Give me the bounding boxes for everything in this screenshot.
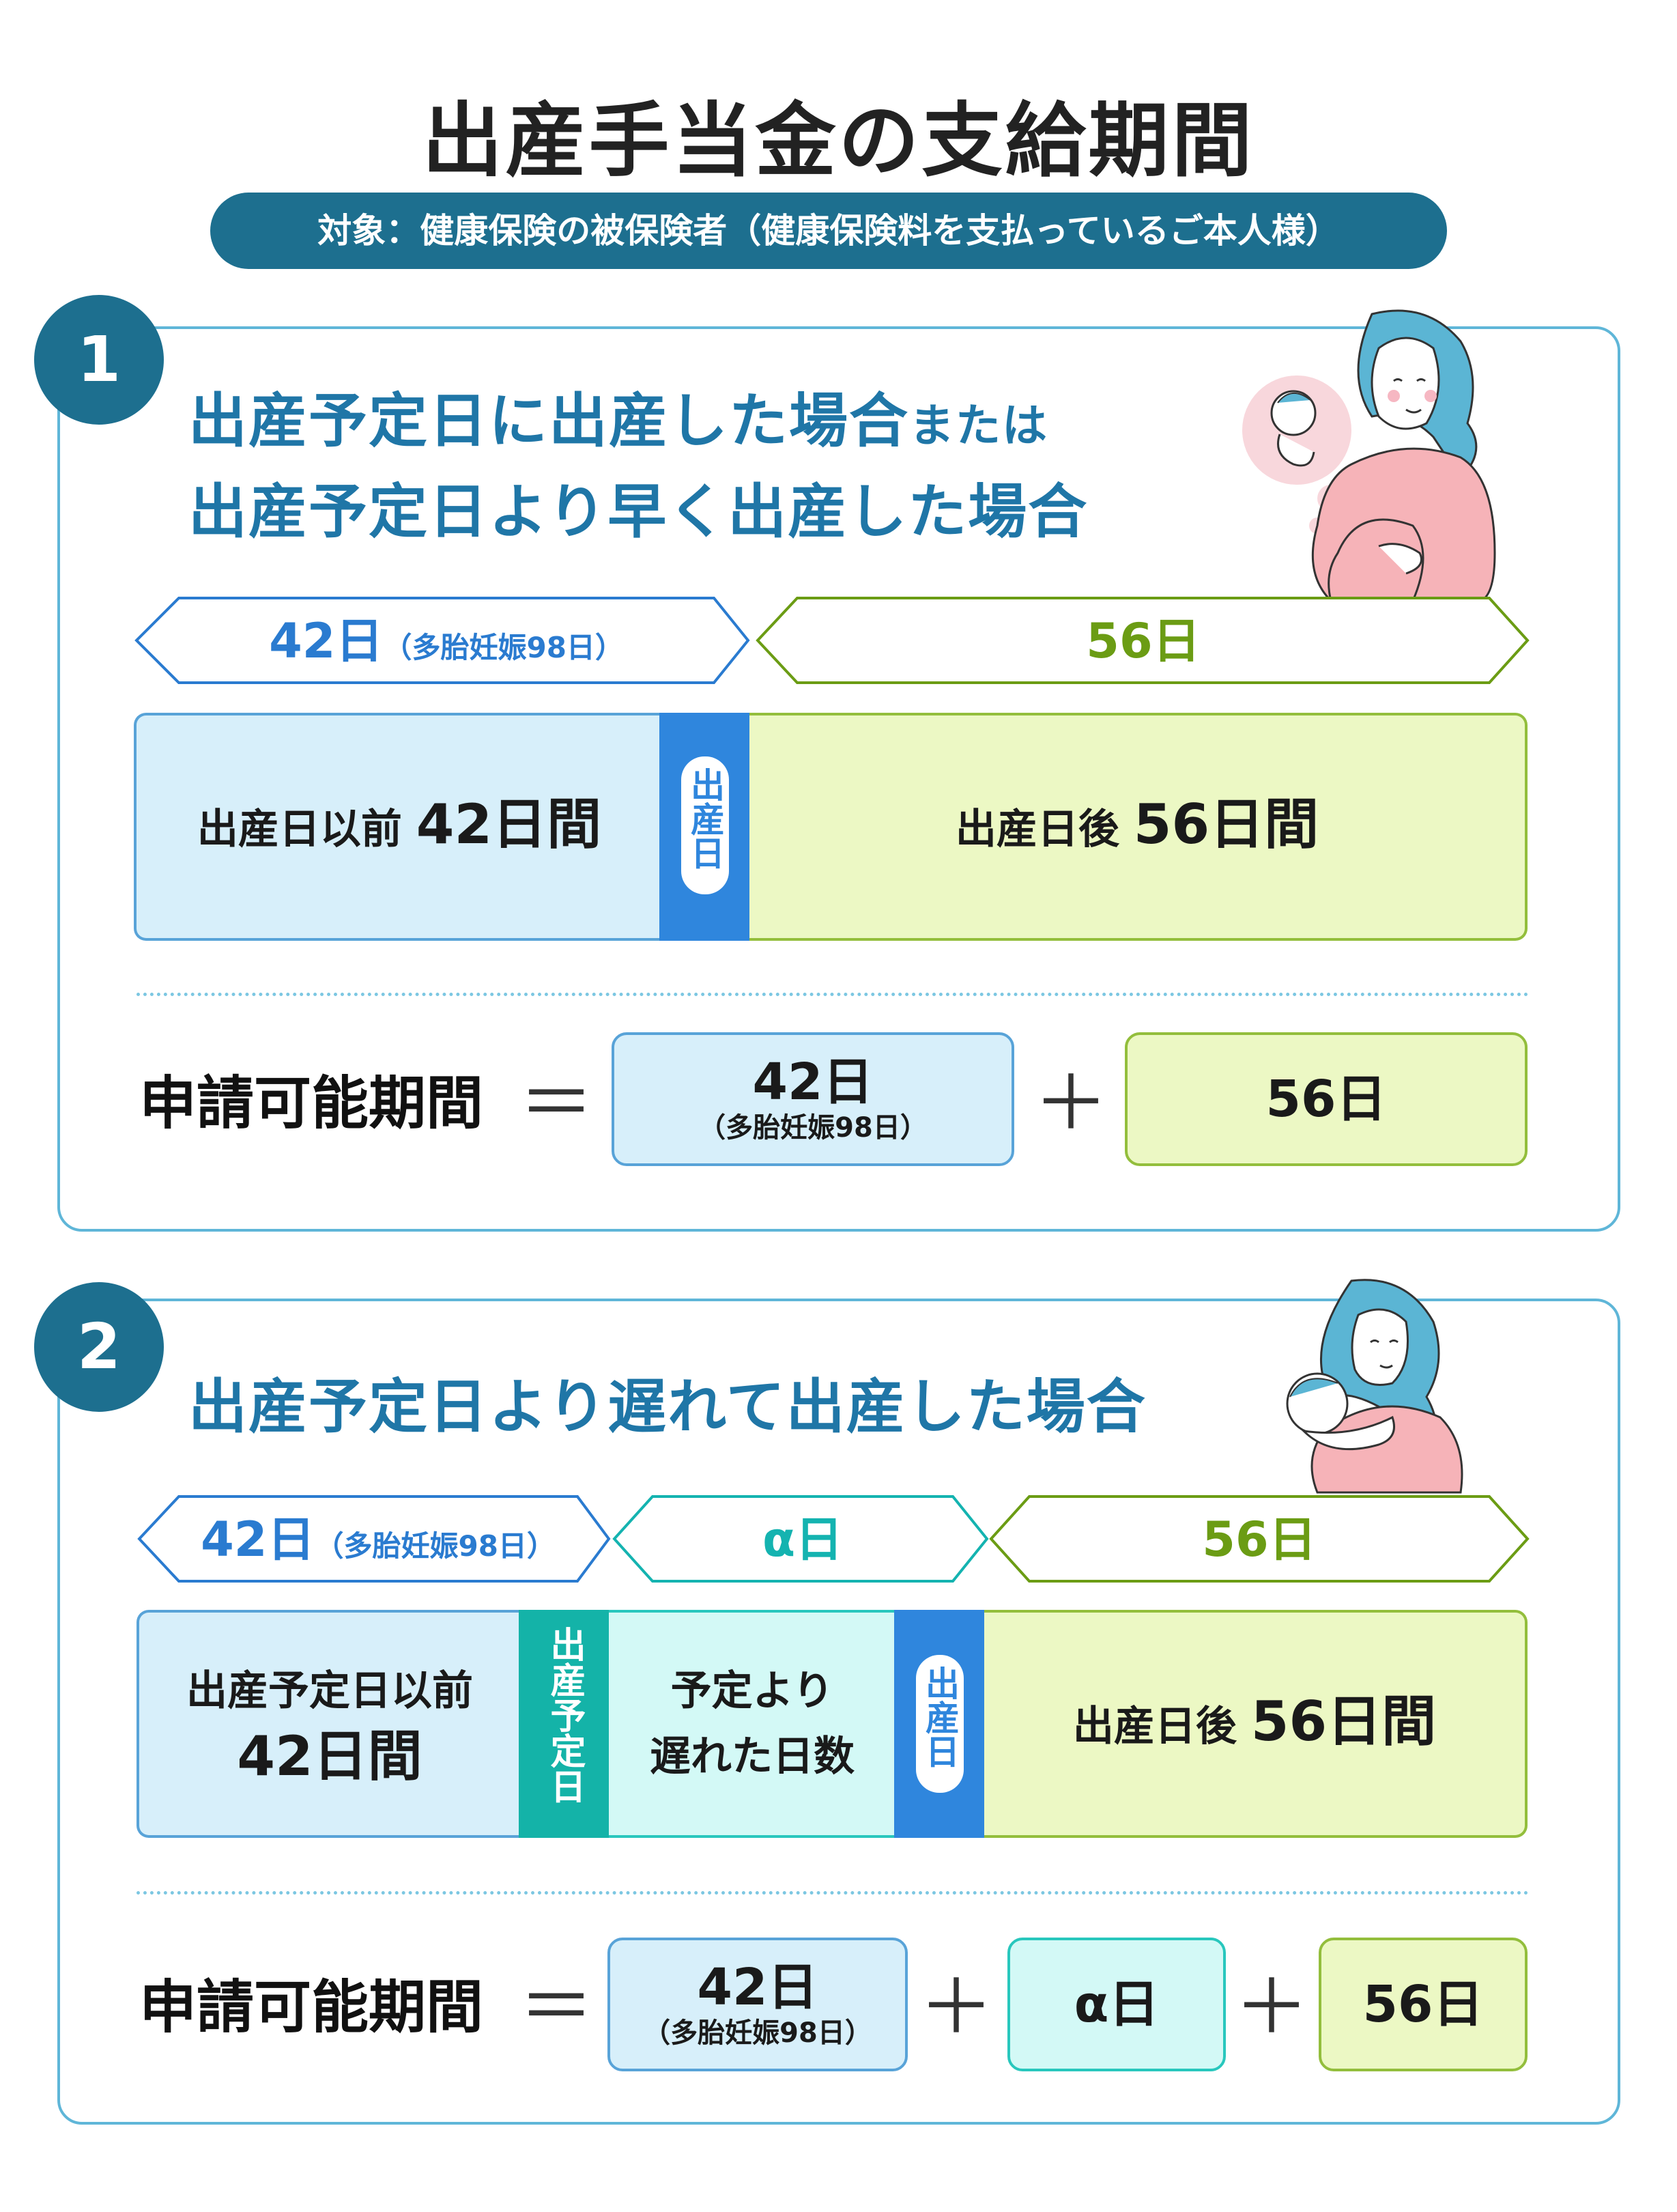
case-1-arrow-after-shape — [756, 597, 1530, 684]
case-2-dotted-separator — [137, 1891, 1529, 1895]
case-2-number-badge: 2 — [34, 1282, 164, 1412]
case-2-equals: ＝ — [519, 1963, 594, 2051]
page-title: 出産手当金の支給期間 — [422, 94, 1255, 188]
case-1-plus: ＋ — [1033, 1060, 1108, 1147]
case-1-seg-before: 出産日以前 42日間 — [134, 713, 662, 941]
case-2-seg-before-line-2: 42日間 — [237, 1725, 422, 1788]
case-2-seg-after-text: 出産日後 56日間 — [1072, 1689, 1437, 1753]
case-2-formula-box-alpha: α日 — [1007, 1938, 1226, 2071]
case-1-equals: ＝ — [519, 1060, 594, 1147]
case-2-formula-box-56-main: 56日 — [1362, 1975, 1484, 2034]
case-1-heading: 出産予定日に出産した場合または 出産予定日より早く出産した場合 — [188, 378, 1253, 555]
case-2-seg-before-line-1: 出産予定日以前 — [186, 1667, 473, 1715]
case-2-formula-box-56: 56日 — [1319, 1938, 1528, 2071]
case-2-seg-delay: 予定より 遅れた日数 — [609, 1610, 895, 1838]
case-2-seg-delay-line-2: 遅れた日数 — [650, 1733, 855, 1781]
case-2-formula-box-alpha-main: α日 — [1074, 1975, 1160, 2034]
mother-holding-baby-illustration — [1286, 1279, 1463, 1494]
case-2-formula-label: 申請可能期間 — [139, 1974, 484, 2041]
case-2-plus-1: ＋ — [919, 1963, 994, 2051]
case-2-due-date-label: 出産予定日 — [544, 1626, 585, 1804]
case-2-seg-after: 出産日後 56日間 — [984, 1610, 1528, 1838]
case-2-seg-delay-line-1: 予定より — [670, 1667, 834, 1715]
case-1-formula-box-42: 42日 （多胎妊娠98日） — [612, 1032, 1014, 1166]
target-label: 対象：健康保険の被保険者（健康保険料を支払っているご本人様） — [210, 193, 1447, 269]
case-1-birthday-label: 出産日 — [685, 767, 725, 870]
case-1-formula-box-56: 56日 — [1125, 1032, 1528, 1166]
case-1-seg-before-text: 出産日以前 42日間 — [197, 792, 602, 856]
case-1-formula-box-42-main: 42日 — [752, 1053, 874, 1111]
case-2-arrow-after-label: 56日 — [1202, 1512, 1317, 1568]
case-2-formula-box-42: 42日 （多胎妊娠98日） — [607, 1938, 908, 2071]
case-1-birthday-pill: 出産日 — [681, 756, 729, 894]
case-1-seg-after: 出産日後 56日間 — [749, 713, 1528, 941]
case-2-heading: 出産予定日より遅れて出産した場合 — [188, 1373, 1147, 1441]
case-1-arrow-before-label: 42日（多胎妊娠98日） — [269, 613, 624, 669]
case-1-heading-line-2: 出産予定日より早く出産した場合 — [188, 478, 1089, 546]
case-2-birthday-pill: 出産日 — [916, 1655, 964, 1793]
case-1-arrow-before-shape — [134, 597, 750, 684]
case-2-formula-box-42-main: 42日 — [697, 1958, 818, 2017]
case-1-heading-line-1: 出産予定日に出産した場合または — [188, 387, 1048, 455]
pregnant-woman-illustration — [1242, 309, 1496, 601]
case-1-arrow-after-label: 56日 — [1086, 613, 1201, 669]
case-1-formula-box-42-sub: （多胎妊娠98日） — [698, 1112, 928, 1144]
case-1-formula-box-56-main: 56日 — [1265, 1070, 1387, 1129]
case-1-seg-after-text: 出産日後 56日間 — [955, 792, 1319, 856]
case-2-arrow-before-label: 42日（多胎妊娠98日） — [201, 1512, 556, 1568]
case-2-arrow-before-shape — [137, 1495, 611, 1583]
case-2-plus-2: ＋ — [1234, 1963, 1309, 2051]
case-2-formula-box-42-sub: （多胎妊娠98日） — [643, 2017, 872, 2049]
case-1-dotted-separator — [137, 993, 1529, 996]
case-2-due-date-divider: 出産予定日 — [519, 1610, 610, 1838]
case-2-birthday-label: 出産日 — [920, 1666, 960, 1768]
case-2-arrow-alpha-label: α日 — [762, 1512, 844, 1568]
case-1-formula-label: 申請可能期間 — [139, 1070, 484, 1137]
case-1-number-badge: 1 — [34, 295, 164, 425]
case-2-seg-before: 出産予定日以前 42日間 — [137, 1610, 520, 1838]
case-2-arrow-after-shape — [989, 1495, 1530, 1583]
case-2-arrow-alpha-shape — [612, 1495, 989, 1583]
